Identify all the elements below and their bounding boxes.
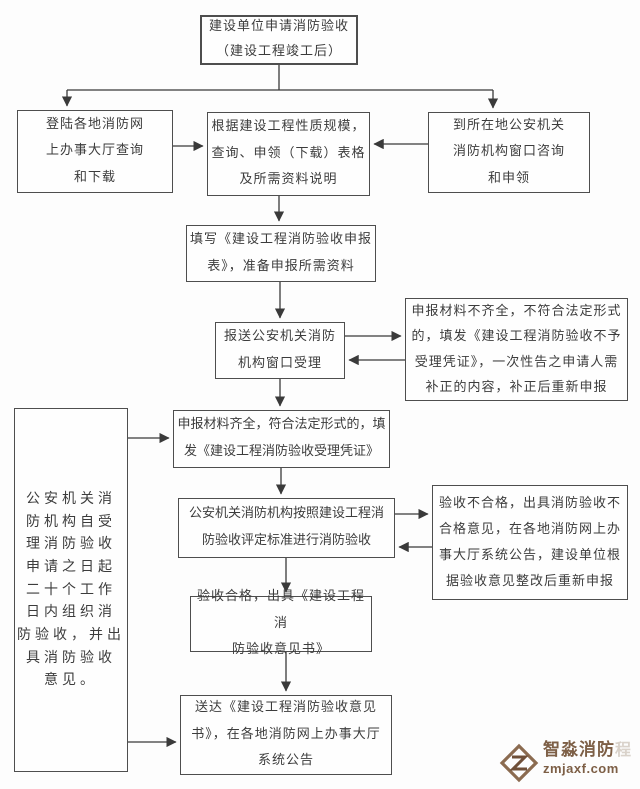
flow-box-window-query: 到所在地公安机关 消防机构窗口咨询 和申领 bbox=[428, 112, 590, 193]
flow-box-fill-form: 填写《建设工程消防验收申报 表》，准备申报所需资料 bbox=[186, 225, 376, 282]
flow-box-fail: 验收不合格，出具消防验收不 合格意见，在各地消防网上办 事大厅系统公告，建设单位… bbox=[432, 485, 628, 600]
brand-domain: zmjaxf.com bbox=[543, 761, 619, 776]
flow-box-start: 建设单位申请消防验收 （建设工程竣工后） bbox=[200, 15, 358, 65]
flow-box-submit: 报送公安机关消防 机构窗口受理 bbox=[215, 322, 345, 379]
site-watermark: 智淼消防程 zmjaxf.com bbox=[499, 741, 637, 787]
brand-name: 智淼消防 bbox=[543, 740, 615, 759]
flow-box-get-forms: 根据建设工程性质规模， 查询、申领（下载）表格 及所需资料说明 bbox=[207, 112, 370, 196]
brand-name-faded: 程 bbox=[615, 742, 633, 759]
flow-box-accepted: 申报材料齐全，符合法定形式的，填 发《建设工程消防验收受理凭证》 bbox=[173, 410, 390, 468]
brand-diamond-icon bbox=[499, 743, 539, 783]
flow-box-duty-note: 公安机关消 防机构自受 理消防验收 申请之日起 二十个工作 日内组织消 防验收，… bbox=[14, 408, 128, 772]
flow-box-rejected: 申报材料不齐全，不符合法定形式 的，填发《建设工程消防验收不予 受理凭证》，一次… bbox=[405, 298, 628, 401]
flow-box-pass: 验收合格，出具《建设工程消 防验收意见书》 bbox=[190, 589, 372, 657]
flow-box-review: 公安机关消防机构按照建设工程消 防验收评定标准进行消防验收 bbox=[178, 498, 395, 558]
flow-box-web-query: 登陆各地消防网 上办事大厅查询 和下载 bbox=[17, 110, 173, 193]
flow-box-deliver: 送达《建设工程消防验收意见 书》，在各地消防网上办事大厅 系统公告 bbox=[180, 695, 392, 775]
